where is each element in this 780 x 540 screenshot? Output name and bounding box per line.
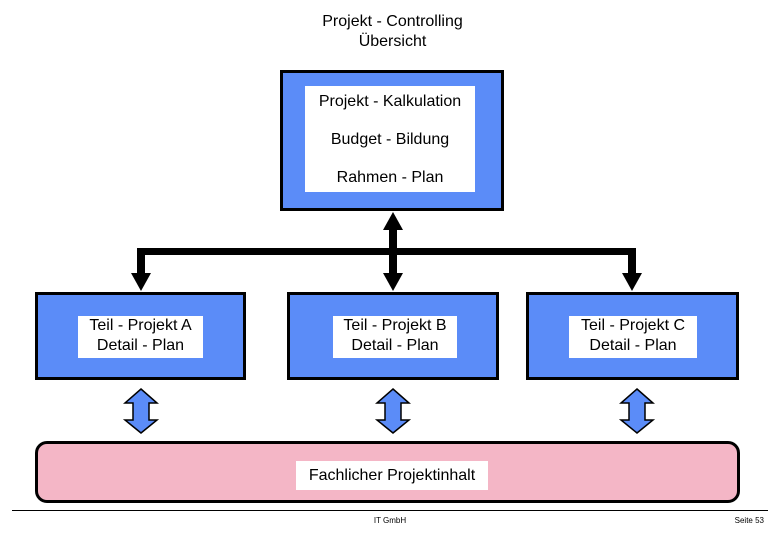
footer-page-number: Seite 53 <box>734 516 764 525</box>
sub-project-c-title: Teil - Projekt C <box>580 317 686 334</box>
connector-branch-line <box>137 248 636 255</box>
top-box-label: Projekt - Kalkulation Budget - Bildung R… <box>305 86 475 192</box>
sub-project-c-plan: Detail - Plan <box>589 337 677 354</box>
top-box-line-rahmen: Rahmen - Plan <box>336 169 444 186</box>
top-box-line-kalkulation: Projekt - Kalkulation <box>318 93 462 110</box>
sub-project-box-b <box>287 292 499 380</box>
sub-project-a-plan: Detail - Plan <box>96 337 185 354</box>
connector-arrow-down-c <box>622 248 642 291</box>
sub-project-label-a: Teil - Projekt A Detail - Plan <box>78 316 203 358</box>
slide-title-line-2: Übersicht <box>358 33 427 50</box>
double-arrow-icon-a <box>122 388 160 434</box>
connector-arrow-down-a <box>131 248 151 291</box>
slide-title-line-1: Projekt - Controlling <box>322 13 463 30</box>
top-box-line-budget: Budget - Bildung <box>330 131 450 148</box>
bottom-box-label: Fachlicher Projektinhalt <box>296 461 488 490</box>
sub-project-label-c: Teil - Projekt C Detail - Plan <box>569 316 697 358</box>
sub-project-b-title: Teil - Projekt B <box>343 317 447 334</box>
connector-arrow-down-b <box>383 248 403 291</box>
sub-project-b-plan: Detail - Plan <box>351 337 439 354</box>
footer-divider <box>12 510 768 511</box>
double-arrow-icon-c <box>618 388 656 434</box>
slide-title: Projekt - Controlling Übersicht <box>0 12 780 52</box>
footer-company: IT GmbH <box>373 516 407 525</box>
sub-project-a-title: Teil - Projekt A <box>89 317 192 334</box>
double-arrow-icon-b <box>374 388 412 434</box>
sub-project-label-b: Teil - Projekt B Detail - Plan <box>333 316 457 358</box>
